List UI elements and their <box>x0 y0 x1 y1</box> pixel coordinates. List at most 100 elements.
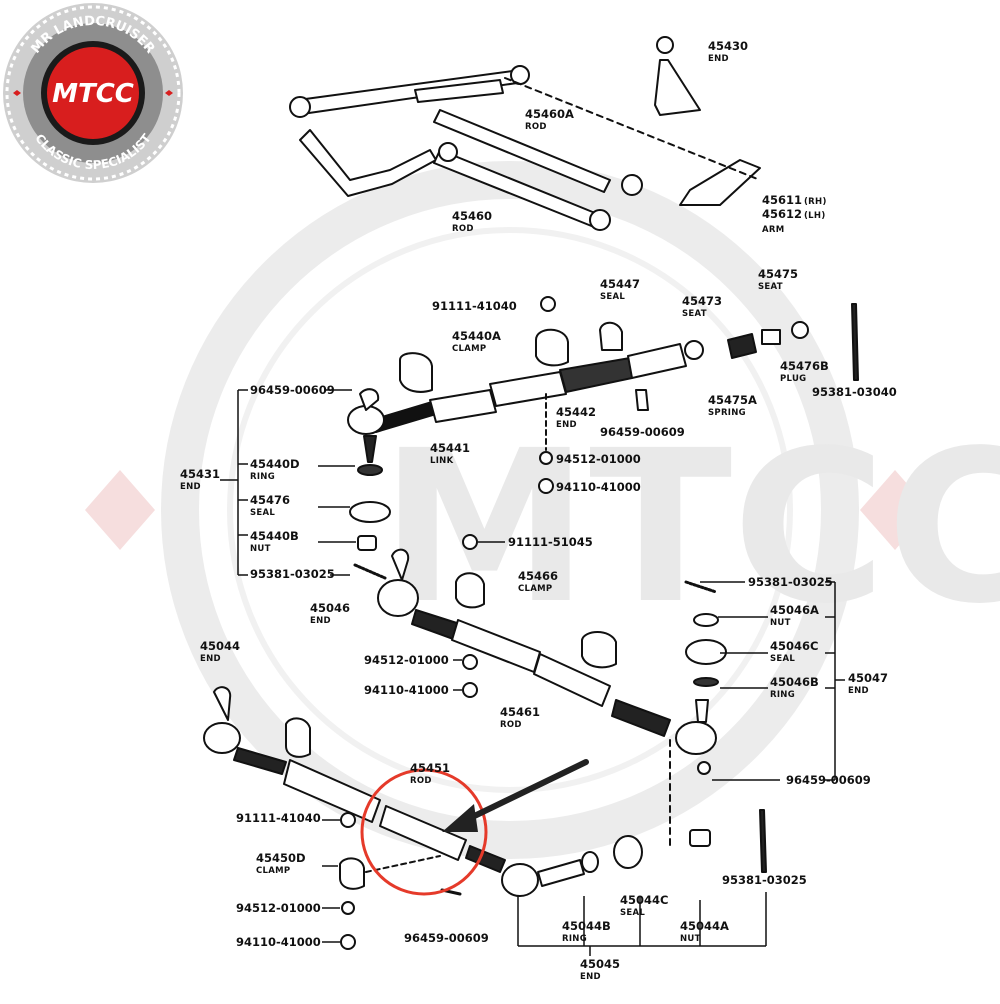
part-number: 91111-41040 <box>432 299 517 313</box>
tie-rod-assembly <box>377 548 727 851</box>
part-number: 96459-00609 <box>600 425 685 439</box>
part-description: ARM <box>762 225 784 235</box>
part-description: END <box>200 654 221 664</box>
part-number: 45440D <box>250 457 300 471</box>
part-label: 45612(LH) <box>762 207 825 221</box>
part-description: END <box>310 616 331 626</box>
part-number: 45451 <box>410 761 450 775</box>
part-number: 45431 <box>180 467 220 481</box>
part-number: 96459-00609 <box>404 931 489 945</box>
part-number: 95381-03040 <box>812 385 897 399</box>
part-number: 45044 <box>200 639 240 653</box>
part-description: END <box>180 482 201 492</box>
part-description: ROD <box>452 224 474 234</box>
part-label: 96459-00609 <box>786 773 871 787</box>
part-description: SEAT <box>682 309 707 319</box>
part-number: 45461 <box>500 705 540 719</box>
part-number: 94110-41000 <box>556 480 641 494</box>
part-number: 45475 <box>758 267 798 281</box>
part-description: RING <box>770 690 795 700</box>
part-description: SEAL <box>600 292 625 302</box>
part-label: 94512-01000 <box>556 452 641 466</box>
part-label: 94110-41000 <box>236 935 321 949</box>
part-label: 95381-03040 <box>812 385 897 399</box>
part-number: 96459-00609 <box>250 383 335 397</box>
part-number: 96459-00609 <box>786 773 871 787</box>
part-description: END <box>848 686 869 696</box>
part-number: 91111-51045 <box>508 535 593 549</box>
part-number: 45447 <box>600 277 640 291</box>
part-number: 45044B <box>562 919 611 933</box>
part-description: RING <box>250 472 275 482</box>
highlight-callout <box>360 759 589 896</box>
part-label: 94110-41000 <box>364 683 449 697</box>
top-assembly <box>289 36 761 231</box>
part-description: END <box>580 972 601 982</box>
part-label: 96459-00609 <box>250 383 335 397</box>
part-number: 95381-03025 <box>722 873 807 887</box>
part-description: NUT <box>680 934 701 944</box>
part-description: END <box>708 54 729 64</box>
part-label: 94110-41000 <box>556 480 641 494</box>
part-number: 45046B <box>770 675 819 689</box>
part-label: 96459-00609 <box>404 931 489 945</box>
part-description: SEAT <box>758 282 783 292</box>
part-label: 94512-01000 <box>364 653 449 667</box>
part-number: 45466 <box>518 569 558 583</box>
relay-rod-assembly <box>347 296 859 580</box>
part-label: 91111-41040 <box>236 811 321 825</box>
part-number: 45047 <box>848 671 888 685</box>
part-number: 45442 <box>556 405 596 419</box>
part-description: ROD <box>525 122 547 132</box>
part-description: NUT <box>770 618 791 628</box>
part-number: 45044A <box>680 919 729 933</box>
part-description: SEAL <box>250 508 275 518</box>
part-number: 45612 <box>762 207 802 221</box>
part-number: 94512-01000 <box>364 653 449 667</box>
part-description: END <box>556 420 577 430</box>
part-label: 96459-00609 <box>600 425 685 439</box>
part-description: CLAMP <box>518 584 552 594</box>
part-number: 45611 <box>762 193 802 207</box>
part-label: 95381-03025 <box>748 575 833 589</box>
drag-link-assembly <box>203 686 767 950</box>
part-label: 91111-41040 <box>432 299 517 313</box>
part-description: (RH) <box>804 197 827 207</box>
part-number: 45476B <box>780 359 829 373</box>
part-description: SEAL <box>620 908 645 918</box>
part-description: NUT <box>250 544 271 554</box>
watermark-logo: MTCC <box>380 405 1000 650</box>
part-description: SPRING <box>708 408 746 418</box>
part-number: 95381-03025 <box>250 567 335 581</box>
leader-lines <box>220 389 845 956</box>
part-number: 45046 <box>310 601 350 615</box>
badge-logo-text: MTCC <box>52 79 134 109</box>
part-label: 91111-51045 <box>508 535 593 549</box>
part-number: 45046C <box>770 639 818 653</box>
part-description: ROD <box>410 776 432 786</box>
part-number: 45460A <box>525 107 574 121</box>
part-number: 45044C <box>620 893 668 907</box>
part-label: 94512-01000 <box>236 901 321 915</box>
